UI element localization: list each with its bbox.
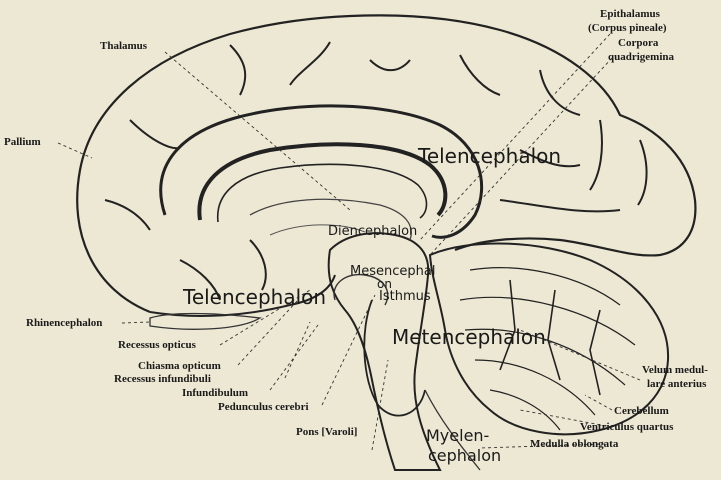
corpus-callosum: [199, 144, 445, 220]
sulci: [105, 42, 647, 300]
label-velum-2: lare anterius: [647, 378, 706, 390]
callosal-sulcus: [161, 106, 482, 237]
callosum-inner: [218, 164, 427, 222]
region-telencephalon-lower: Telencephalon: [183, 287, 326, 307]
region-diencephalon: Diencephalon: [328, 225, 417, 238]
label-recessus-infundibuli: Recessus infundibuli: [114, 373, 211, 385]
leader-lines: [58, 34, 640, 450]
label-corpus-pineale: (Corpus pineale): [588, 22, 667, 34]
label-pallium: Pallium: [4, 136, 41, 148]
label-ventriculus-quartus: Ventriculus quartus: [580, 421, 673, 433]
label-corpora: Corpora: [618, 37, 658, 49]
region-isthmus: Isthmus: [379, 290, 431, 303]
region-myelencephalon-1: Myelen-: [426, 428, 489, 444]
label-thalamus: Thalamus: [100, 40, 147, 52]
label-medulla-oblongata: Medulla oblongata: [530, 438, 618, 450]
label-chiasma-opticum: Chiasma opticum: [138, 360, 221, 372]
label-rhinencephalon: Rhinencephalon: [26, 317, 102, 329]
label-epithalamus: Epithalamus: [600, 8, 660, 20]
label-recessus-opticus: Recessus opticus: [118, 339, 196, 351]
label-pedunculus-cerebri: Pedunculus cerebri: [218, 401, 309, 413]
region-myelencephalon-2: cephalon: [428, 448, 501, 464]
region-telencephalon-upper: Telencephalon: [418, 146, 561, 166]
region-mesencephalon-1: Mesencephal: [350, 265, 435, 278]
label-cerebellum: Cerebellum: [614, 405, 669, 417]
label-velum-1: Velum medul-: [642, 364, 708, 376]
region-metencephalon: Metencephalon: [392, 327, 546, 347]
label-infundibulum: Infundibulum: [182, 387, 248, 399]
label-pons: Pons [Varoli]: [296, 426, 357, 438]
label-quadrigemina: quadrigemina: [608, 51, 674, 63]
